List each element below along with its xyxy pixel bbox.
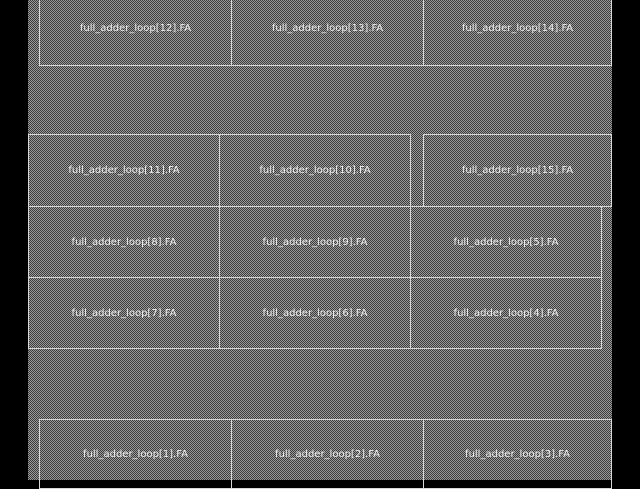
instance-block-fa5[interactable]: full_adder_loop[5].FA — [410, 206, 602, 278]
instance-block-fa6[interactable]: full_adder_loop[6].FA — [219, 277, 411, 349]
instance-block-fa12[interactable]: full_adder_loop[12].FA — [39, 0, 232, 66]
instance-label: full_adder_loop[12].FA — [79, 22, 192, 34]
instance-label: full_adder_loop[6].FA — [262, 307, 368, 319]
instance-label: full_adder_loop[14].FA — [461, 22, 574, 34]
instance-label: full_adder_loop[10].FA — [259, 165, 371, 176]
instance-label: full_adder_loop[1].FA — [83, 448, 188, 460]
instance-label: full_adder_loop[4].FA — [453, 307, 559, 319]
instance-block-fa9[interactable]: full_adder_loop[9].FA — [219, 206, 411, 278]
instance-block-fa4[interactable]: full_adder_loop[4].FA — [410, 277, 602, 349]
instance-label: full_adder_loop[8].FA — [71, 236, 177, 248]
instance-block-fa11[interactable]: full_adder_loop[11].FA — [28, 134, 220, 207]
instance-label: full_adder_loop[5].FA — [453, 236, 559, 248]
instance-block-fa13[interactable]: full_adder_loop[13].FA — [231, 0, 424, 66]
instance-block-fa15[interactable]: full_adder_loop[15].FA — [423, 134, 612, 207]
instance-label: full_adder_loop[2].FA — [275, 448, 380, 460]
instance-block-fa3[interactable]: full_adder_loop[3].FA — [423, 419, 612, 489]
instance-block-fa7[interactable]: full_adder_loop[7].FA — [28, 277, 220, 349]
instance-label: full_adder_loop[15].FA — [461, 165, 574, 176]
instance-label: full_adder_loop[9].FA — [262, 236, 368, 248]
instance-block-fa14[interactable]: full_adder_loop[14].FA — [423, 0, 612, 66]
instance-block-fa2[interactable]: full_adder_loop[2].FA — [231, 419, 424, 489]
instance-block-fa1[interactable]: full_adder_loop[1].FA — [39, 419, 232, 489]
instance-block-fa10[interactable]: full_adder_loop[10].FA — [219, 134, 411, 207]
instance-block-fa8[interactable]: full_adder_loop[8].FA — [28, 206, 220, 278]
instance-label: full_adder_loop[7].FA — [71, 307, 177, 319]
instance-label: full_adder_loop[3].FA — [465, 448, 570, 460]
instance-label: full_adder_loop[11].FA — [68, 165, 180, 176]
layout-canvas[interactable]: full_adder_loop[12].FA full_adder_loop[1… — [28, 0, 612, 489]
instance-label: full_adder_loop[13].FA — [271, 22, 384, 34]
